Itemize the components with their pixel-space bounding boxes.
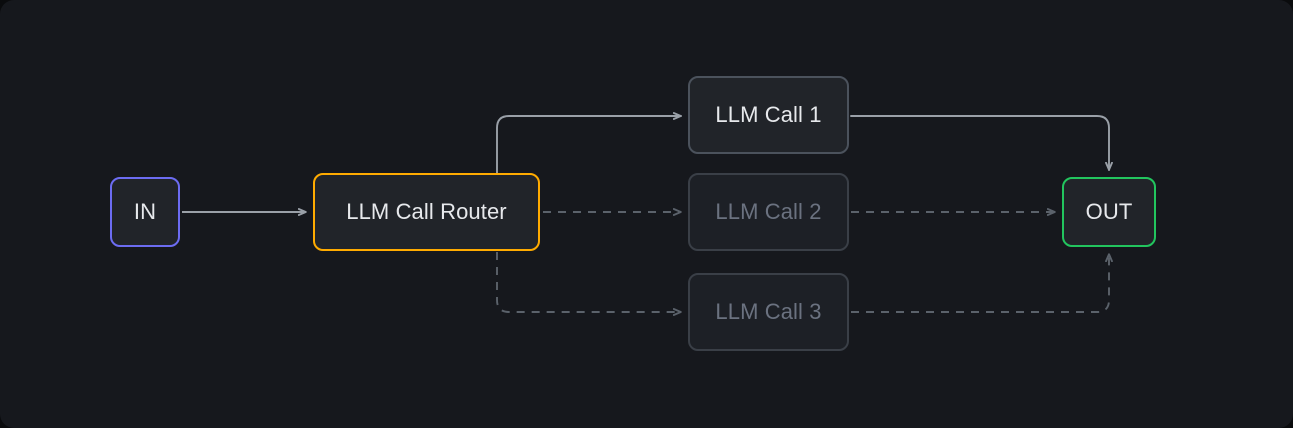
node-out[interactable]: OUT bbox=[1062, 177, 1156, 247]
node-in-label: IN bbox=[133, 199, 157, 224]
edge-call1-out bbox=[850, 115, 1113, 171]
edge-call3-out bbox=[851, 253, 1113, 313]
node-llm-call-1[interactable]: LLM Call 1 bbox=[688, 76, 849, 154]
edge-router-call3 bbox=[496, 252, 682, 316]
node-in[interactable]: IN bbox=[110, 177, 180, 247]
node-llm-call-router-label: LLM Call Router bbox=[346, 199, 507, 224]
node-llm-call-3[interactable]: LLM Call 3 bbox=[688, 273, 849, 351]
node-llm-call-2-label: LLM Call 2 bbox=[715, 199, 822, 224]
node-llm-call-3-label: LLM Call 3 bbox=[715, 299, 822, 324]
node-llm-call-1-label: LLM Call 1 bbox=[715, 102, 822, 127]
node-llm-call-router[interactable]: LLM Call Router bbox=[313, 173, 540, 251]
edge-router-call1 bbox=[496, 112, 682, 174]
node-out-label: OUT bbox=[1085, 199, 1133, 224]
node-llm-call-2[interactable]: LLM Call 2 bbox=[688, 173, 849, 251]
